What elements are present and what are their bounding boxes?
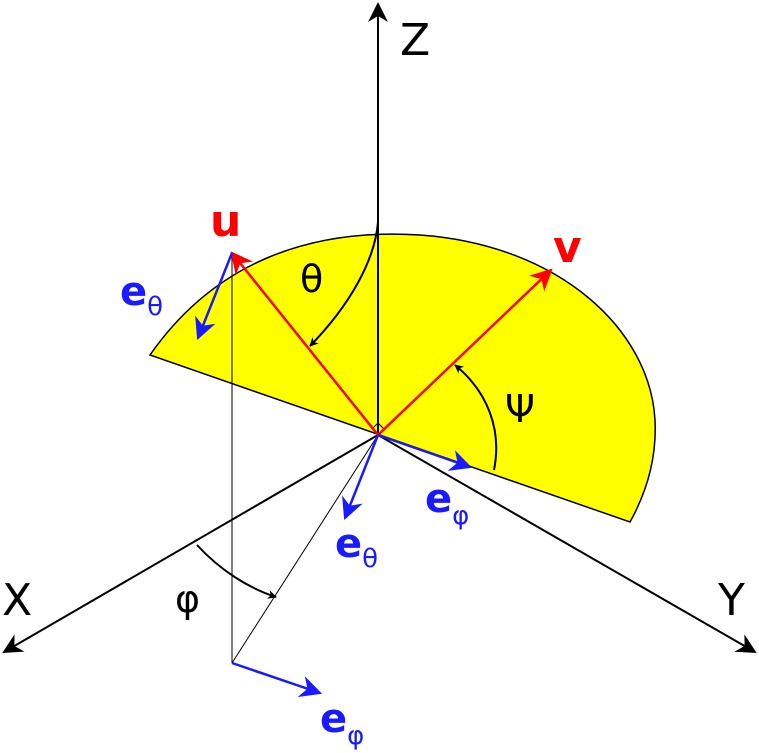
e-phi-label-right: eφ	[425, 476, 469, 531]
v-vector	[377, 268, 553, 436]
phi-arc	[196, 544, 277, 599]
e-theta-label-center: eθ	[335, 521, 378, 574]
z-axis-label: Z	[400, 15, 430, 66]
origin-to-projection-line	[231, 434, 379, 664]
theta-label: θ	[300, 257, 323, 301]
y-axis-label: Y	[717, 575, 745, 626]
y-axis	[377, 434, 757, 653]
right-angle-mark	[371, 422, 385, 430]
x-axis	[2, 434, 379, 654]
v-label: v	[553, 222, 582, 273]
e-theta-at-origin	[342, 434, 380, 521]
psi-label: Ψ	[505, 387, 535, 431]
e-phi-label-bottom: eφ	[320, 696, 364, 751]
theta-arc	[309, 221, 379, 347]
e-phi-at-origin	[377, 433, 473, 471]
u-label: u	[210, 196, 241, 247]
psi-arc	[454, 364, 498, 471]
uv-half-plane	[148, 233, 656, 523]
x-axis-label: X	[2, 575, 32, 626]
e-theta-label-upper: eθ	[120, 269, 163, 322]
e-phi-at-projection	[231, 661, 323, 698]
phi-label: φ	[175, 577, 200, 621]
e-theta-at-u	[195, 252, 234, 341]
u-vector	[230, 251, 379, 436]
